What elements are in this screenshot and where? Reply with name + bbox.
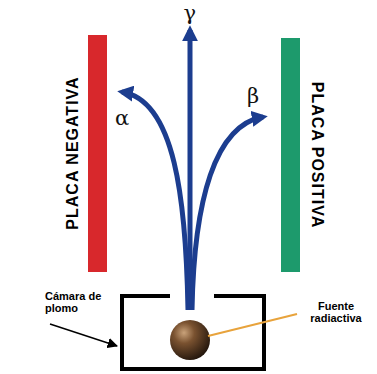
leader-line — [50, 324, 117, 346]
beta-ray — [192, 117, 263, 310]
lead-chamber — [122, 296, 264, 369]
part-label: Cámara de plomo — [45, 290, 111, 315]
plate-label: PLACA POSITIVA — [308, 82, 326, 228]
negative-plate — [88, 35, 107, 272]
part-label: Fuente radiactiva — [301, 300, 371, 325]
radioactive-source — [170, 320, 210, 360]
positive-plate — [281, 38, 300, 272]
ray-symbol: γ — [184, 1, 197, 25]
ray-symbol: β — [247, 84, 259, 108]
leader-line — [208, 314, 297, 336]
ray-symbol: α — [115, 106, 129, 130]
plate-label: PLACA NEGATIVA — [63, 76, 81, 229]
alpha-ray — [122, 92, 188, 310]
